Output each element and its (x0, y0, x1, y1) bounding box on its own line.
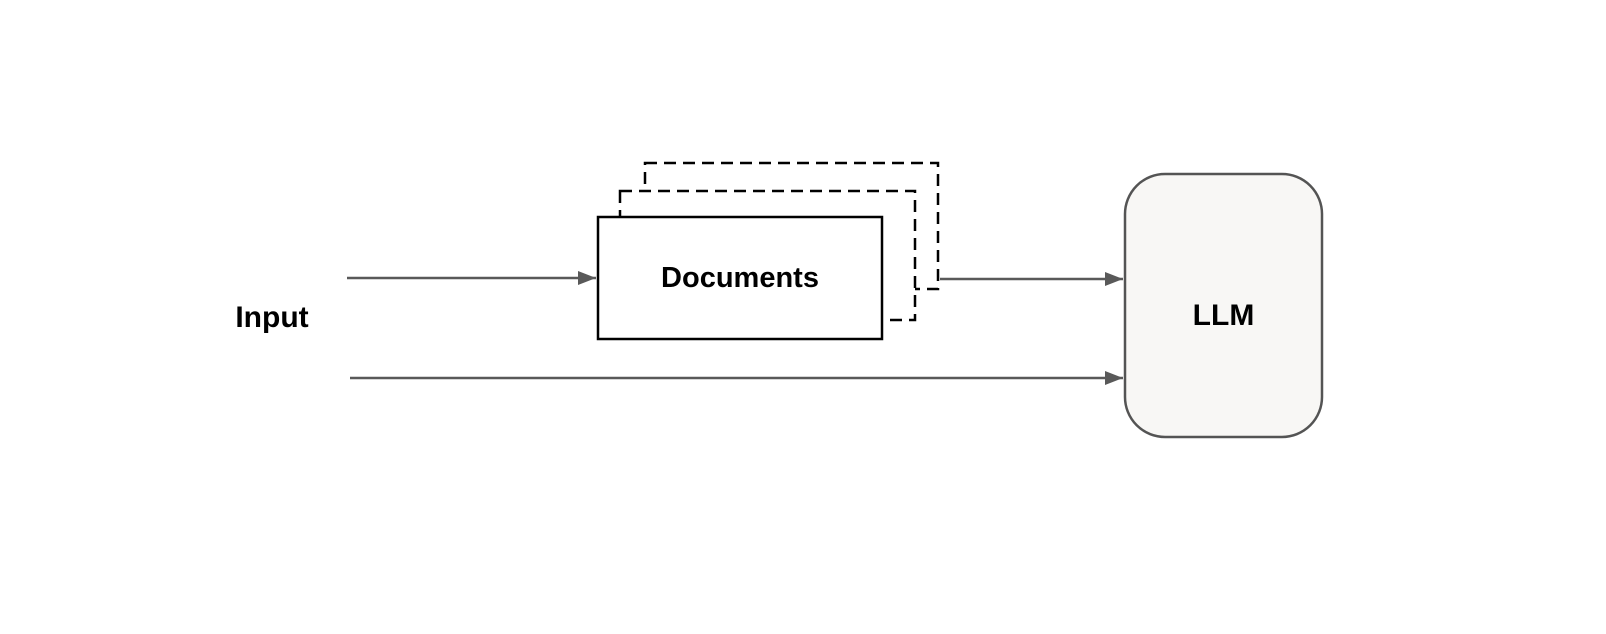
documents-box (596, 215, 884, 341)
llm-box (1123, 172, 1324, 439)
